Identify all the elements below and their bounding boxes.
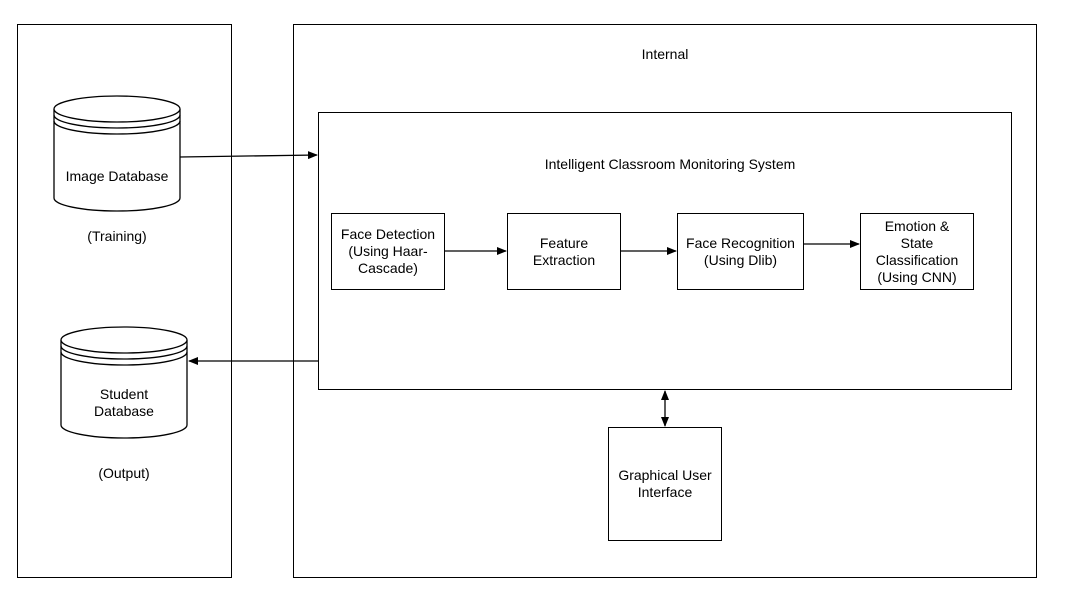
student-database-label: Student Database bbox=[94, 386, 154, 419]
graphical-user-interface-box: Graphical User Interface bbox=[608, 427, 722, 541]
system-title: Intelligent Classroom Monitoring System bbox=[544, 156, 796, 172]
step-emotion-classification: Emotion & State Classification (Using CN… bbox=[860, 213, 974, 290]
step-feature-extraction: Feature Extraction bbox=[507, 213, 621, 290]
image-database-label: Image Database bbox=[65, 168, 169, 184]
image-database-caption: (Training) bbox=[87, 228, 147, 244]
step-face-detection: Face Detection (Using Haar- Cascade) bbox=[331, 213, 445, 290]
student-database-icon bbox=[60, 326, 188, 439]
arrow-imagedb-to-system bbox=[179, 151, 318, 160]
image-database-icon bbox=[53, 95, 181, 212]
step-face-recognition: Face Recognition (Using Dlib) bbox=[677, 213, 804, 290]
student-database-caption: (Output) bbox=[98, 465, 150, 481]
internal-panel-title: Internal bbox=[641, 46, 689, 62]
